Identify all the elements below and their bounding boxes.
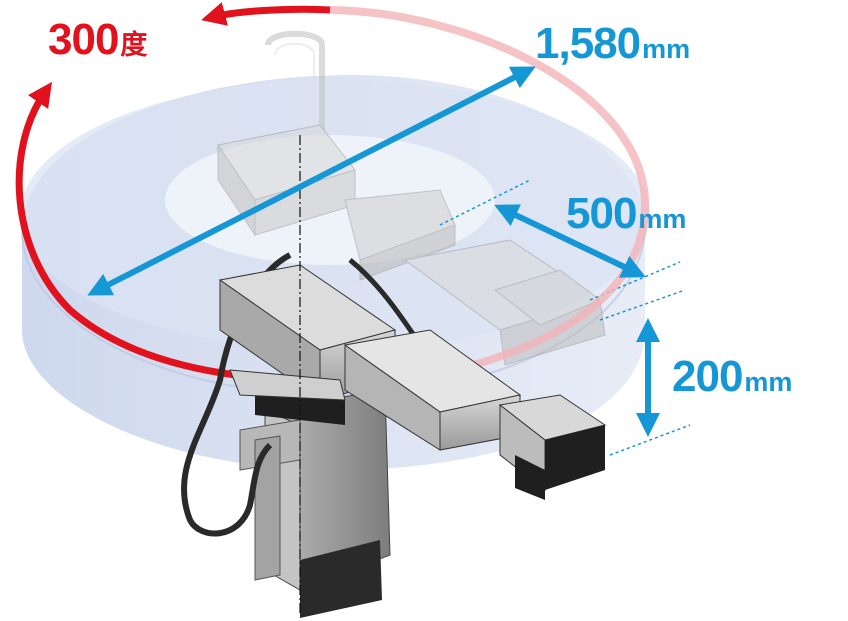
robot-arm-link-2 [343, 329, 607, 500]
vertical-stroke-label: 200mm [672, 355, 792, 399]
reach-unit: mm [642, 34, 691, 64]
rotation-unit: 度 [120, 30, 148, 60]
horizontal-stroke-value: 500 [566, 189, 637, 238]
reach-arrow [87, 66, 536, 296]
robot-base [239, 389, 391, 618]
horizontal-stroke-unit: mm [638, 204, 687, 234]
rotation-label: 300度 [48, 18, 147, 62]
horizontal-stroke-label: 500mm [566, 192, 686, 236]
rotation-value: 300 [48, 15, 119, 64]
reach-label: 1,580mm [535, 22, 690, 66]
dimension-arrows [87, 66, 660, 437]
vertical-stroke-value: 200 [672, 352, 743, 401]
reach-value: 1,580 [535, 19, 641, 68]
vertical-stroke-unit: mm [744, 367, 793, 397]
horizontal-stroke-arrow [494, 204, 646, 278]
